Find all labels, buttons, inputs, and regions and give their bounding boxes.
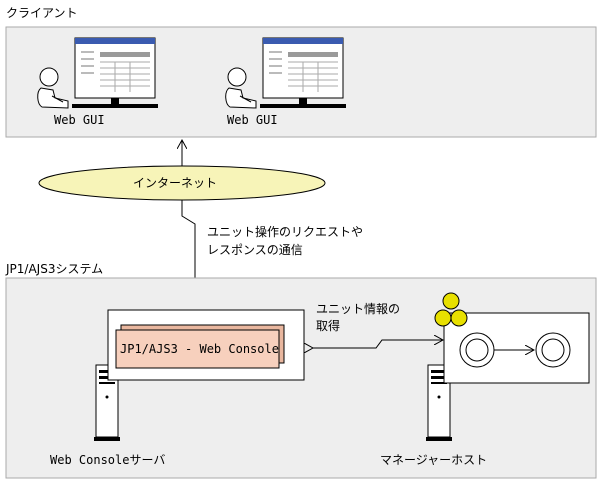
unit-info-note-line2: 取得 <box>316 319 341 333</box>
user-2-head <box>227 67 247 87</box>
client-1-gui-label: Web GUI <box>54 113 105 127</box>
client-terminal-1 <box>37 37 158 109</box>
monitor-1-titlebar <box>75 38 155 44</box>
system-zone-label: JP1/AJS3システム <box>6 262 104 276</box>
request-lightning-arrow <box>181 200 195 297</box>
client-2-gui-label: Web GUI <box>227 113 278 127</box>
request-note-line1: ユニット操作のリクエストや <box>207 225 364 239</box>
server-label: Web Consoleサーバ <box>50 453 166 467</box>
client-terminal-2 <box>225 37 346 109</box>
monitor-2-titlebar <box>263 38 343 44</box>
monitor-1-base <box>72 104 158 108</box>
monitor-2-base <box>260 104 346 108</box>
user-1-body <box>37 87 69 109</box>
monitor-2-stand <box>299 98 307 104</box>
internet-label: インターネット <box>133 176 218 190</box>
unit-cluster-icon <box>434 292 468 327</box>
user-2-body <box>225 87 257 109</box>
web-console-server <box>94 309 305 441</box>
manager-label: マネージャーホスト <box>380 453 488 467</box>
manager-host <box>426 292 590 441</box>
user-1-head <box>39 67 59 87</box>
web-console-box <box>115 329 280 369</box>
unit-info-lightning-arrow <box>313 340 443 348</box>
jobnet-icon <box>459 332 571 368</box>
client-zone-label: クライアント <box>6 6 78 20</box>
monitor-1-stand <box>111 98 119 104</box>
unit-info-note-line1: ユニット情報の <box>316 302 401 316</box>
web-console-label: JP1/AJS3 - Web Console <box>120 342 279 356</box>
request-note-line2: レスポンスの通信 <box>207 243 303 257</box>
